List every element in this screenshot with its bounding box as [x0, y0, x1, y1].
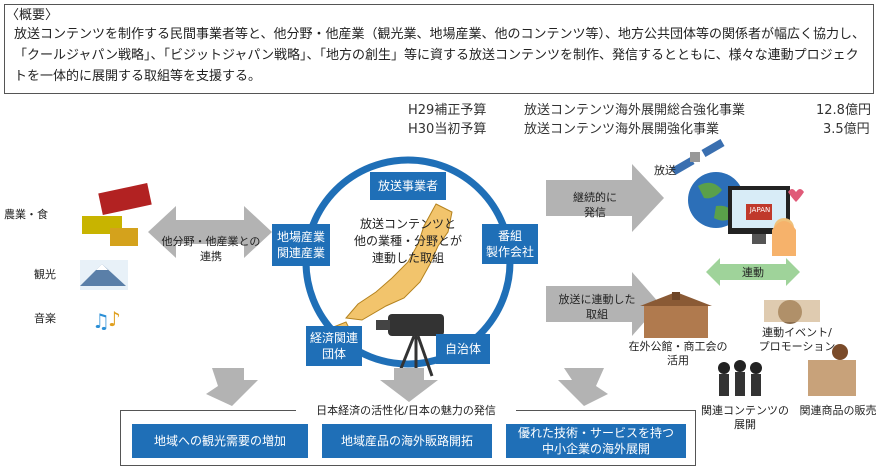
down-arrow-right: [558, 368, 608, 406]
camera-illustration: [376, 314, 444, 380]
result-box-tourism: 地域への観光需要の増加: [132, 424, 308, 458]
sector-tourism-label: 観光: [34, 268, 56, 281]
down-arrow-left: [206, 368, 258, 406]
economic-org-box: 経済関連 団体: [306, 326, 362, 366]
overview-frame: [4, 4, 874, 94]
down-arrow-center: [380, 368, 438, 402]
overview-heading: 〈概要〉: [6, 8, 59, 23]
production-company-box: 番組 製作会社: [482, 224, 538, 264]
related-content-label: 関連コンテンツの 展開: [701, 404, 789, 431]
arrow-linked-activities: [546, 272, 660, 336]
svg-text:♪: ♪: [108, 307, 121, 331]
result-box-export: 地域産品の海外販路開拓: [322, 424, 492, 458]
collab-double-arrow: [148, 206, 272, 258]
agriculture-illustration: [82, 183, 152, 246]
budget-amount: 12.8億円: [816, 103, 871, 118]
overview-body: 放送コンテンツを制作する民間事業者等と、他分野・他産業（観光業、地場産業、他のコ…: [14, 27, 865, 84]
japan-map-illustration: [345, 203, 453, 321]
viewer-illustration: [772, 189, 804, 256]
embassy-label: 在外公館・商工会の 活用: [628, 340, 728, 367]
budget-project: 放送コンテンツ海外展開強化事業: [524, 122, 720, 137]
related-goods-label: 関連商品の販売: [799, 404, 877, 417]
link-label: 連動: [742, 266, 764, 279]
link-double-arrow: [706, 258, 800, 286]
goods-stand-illustration: [808, 344, 856, 396]
broadcaster-box: 放送事業者: [370, 172, 446, 200]
arrow-continuous-broadcast: [546, 164, 664, 232]
sector-agriculture-label: 農業・食: [4, 208, 48, 221]
mount-fuji-illustration: [80, 260, 128, 290]
svg-text:♫: ♫: [92, 309, 110, 333]
satellite-illustration: [671, 139, 725, 175]
japan-screen-label: JAPAN: [749, 206, 771, 214]
municipality-box: 自治体: [436, 334, 490, 364]
center-text: 放送コンテンツと 他の業種・分野とが 連動した取組: [353, 217, 462, 265]
continuous-broadcast-text: 継続的に 発信: [573, 191, 617, 219]
performers-illustration: [718, 360, 762, 396]
local-industry-box: 地場産業 関連産業: [272, 224, 330, 266]
music-notes-icon: ♫ ♪: [92, 307, 121, 333]
budget-row: H29補正予算: [408, 99, 486, 118]
budget-label: H29補正予算: [408, 103, 487, 118]
event-illustration: [764, 300, 820, 324]
result-box-sme: 優れた技術・サービスを持つ 中小企業の海外展開: [506, 424, 686, 458]
broadcast-label: 放送: [654, 164, 676, 177]
budget-label: H30当初予算: [408, 122, 487, 137]
linked-activities-text: 放送に連動した 取組: [558, 293, 636, 321]
budget-amount: 3.5億円: [823, 122, 870, 137]
embassy-building-illustration: [640, 292, 712, 338]
collab-arrow-text: 他分野・他産業との 連携: [161, 235, 261, 263]
event-label: 連動イベント/ プロモーション: [758, 326, 836, 353]
results-title: 日本経済の活性化/日本の魅力の発信: [296, 402, 516, 418]
budget-project: 放送コンテンツ海外展開総合強化事業: [524, 103, 746, 118]
sector-music-label: 音楽: [34, 312, 56, 325]
